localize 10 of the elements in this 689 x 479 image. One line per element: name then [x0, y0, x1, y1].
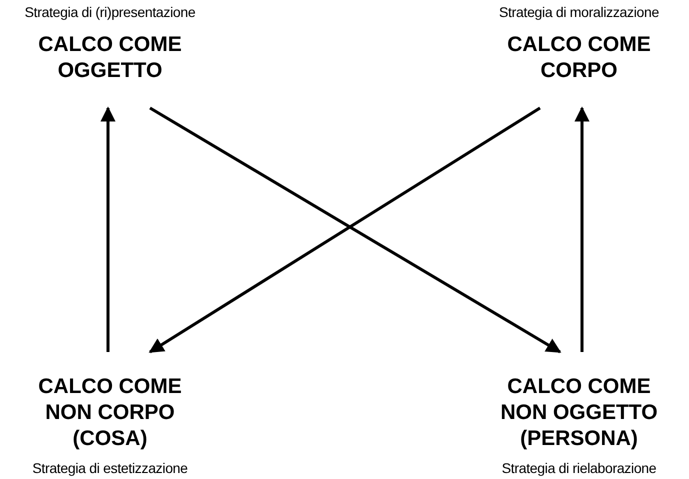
concept-heading: CALCO COME NON OGGETTO (PERSONA) [499, 374, 659, 452]
arrow [574, 106, 590, 352]
strategy-caption: Strategia di (ri)presentazione [24, 4, 196, 20]
concept-heading: CALCO COME OGGETTO [37, 32, 183, 84]
strategy-caption: Strategia di moralizzazione [499, 4, 659, 20]
arrow [100, 106, 116, 352]
strategy-caption: Strategia di rielaborazione [502, 460, 656, 476]
concept-heading: CALCO COME CORPO [506, 32, 652, 84]
concept-heading: CALCO COME NON CORPO (COSA) [37, 374, 183, 452]
strategy-caption: Strategia di estetizzazione [32, 460, 188, 476]
